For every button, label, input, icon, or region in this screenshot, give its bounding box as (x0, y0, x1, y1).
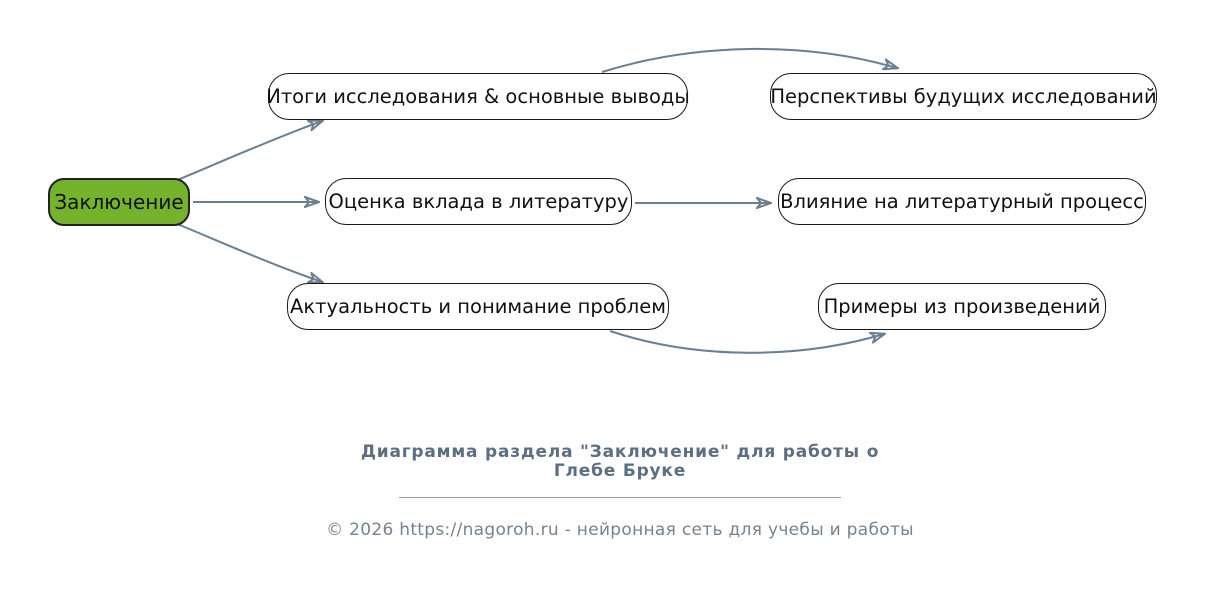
edge-root-to-itogi (169, 121, 322, 184)
caption-line1: Диаграмма раздела "Заключение" для работ… (360, 442, 880, 462)
diagram-caption: Диаграмма раздела "Заключение" для работ… (361, 443, 879, 481)
node-primery: Примеры из произведений (818, 283, 1106, 330)
node-perspektivy: Перспективы будущих исследований (770, 73, 1157, 120)
footer-divider (399, 497, 841, 498)
node-aktualnost: Актуальность и понимание проблем (287, 283, 669, 330)
node-zakljuchenie: Заключение (48, 178, 190, 226)
node-ocenka-vklada: Оценка вклада в литературу (325, 178, 632, 225)
edge-root-to-aktualnost (169, 220, 322, 282)
edge-itogi-to-perspektivy (601, 48, 897, 73)
node-vliyanie: Влияние на литературный процесс (778, 178, 1146, 225)
edge-aktualnost-to-primery (609, 330, 884, 354)
node-itogi-issledovaniya: Итоги исследования & основные выводы (266, 73, 690, 120)
copyright-text: © 2026 https://nagoroh.ru - нейронная се… (326, 520, 914, 540)
caption-line2: Глебе Бруке (553, 461, 687, 481)
